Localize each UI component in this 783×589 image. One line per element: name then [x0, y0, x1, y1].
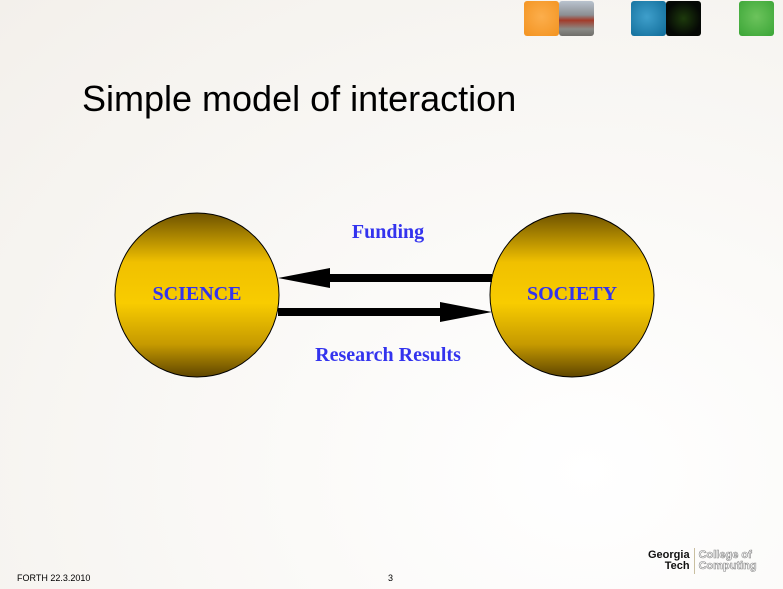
- blue-tile-icon: [631, 1, 666, 36]
- funding-arrow: [278, 268, 492, 288]
- slide-title: Simple model of interaction: [82, 78, 517, 119]
- logo-line: Georgia: [648, 549, 690, 561]
- footer-text: FORTH 22.3.2010: [17, 573, 91, 583]
- logo-line: Computing: [698, 560, 757, 572]
- society-node: [489, 212, 655, 378]
- network-globe-icon: [666, 1, 701, 36]
- orange-tile-icon: [524, 1, 559, 36]
- page-number: 3: [388, 573, 394, 583]
- logo-line: Tech: [664, 560, 690, 572]
- research-results-arrow: [278, 302, 492, 322]
- science-label: SCIENCE: [152, 283, 242, 305]
- green-tile-icon: [739, 1, 774, 36]
- logo-divider: [693, 548, 695, 574]
- building-photo-icon: [559, 1, 594, 36]
- research-results-label: Research Results: [315, 344, 461, 366]
- logo-line: College of: [698, 549, 752, 561]
- society-label: SOCIETY: [526, 283, 618, 305]
- science-node: [114, 212, 280, 378]
- funding-label: Funding: [351, 221, 425, 243]
